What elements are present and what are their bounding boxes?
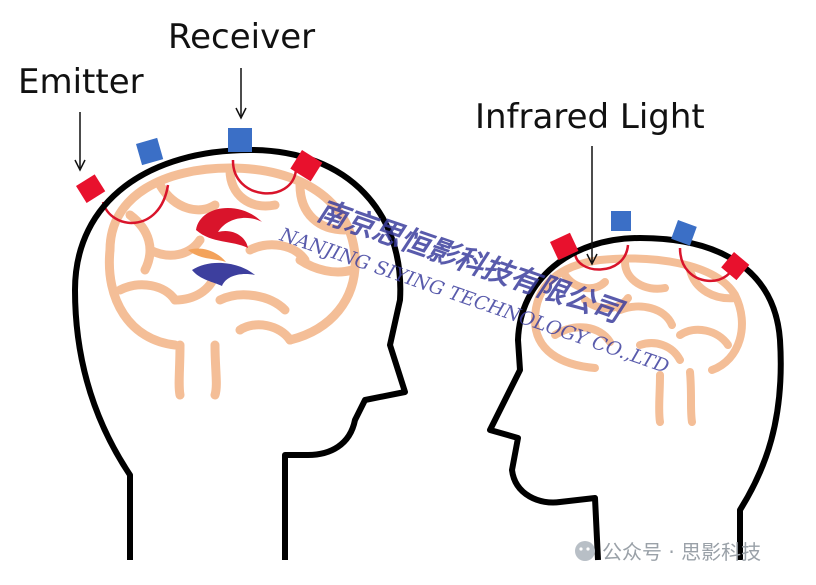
wechat-footer: 公众号 · 思影科技 — [575, 540, 761, 564]
label-arrows-left — [74, 68, 247, 172]
wechat-icon-eye-left — [579, 547, 583, 551]
red-swirl-shape — [196, 208, 262, 248]
left-light-paths — [101, 159, 298, 224]
right-receiver-2 — [671, 220, 697, 246]
emitter-label: Emitter — [18, 62, 144, 102]
footer-account-text: 公众号 · 思影科技 — [602, 540, 761, 564]
left-emitter-1 — [76, 174, 106, 203]
infrared-light-label: Infrared Light — [475, 97, 705, 137]
orange-swirl-shape — [188, 248, 226, 262]
purple-swirl-shape — [192, 262, 255, 286]
right-emitter-1 — [550, 232, 579, 261]
left-receiver-1 — [136, 137, 164, 166]
right-head — [487, 146, 784, 561]
label-arrow-right — [586, 146, 598, 266]
left-emitter-2 — [290, 150, 323, 182]
right-emitter-2 — [721, 252, 750, 281]
right-receiver-1 — [611, 211, 631, 231]
wechat-icon — [575, 541, 595, 561]
left-receiver-2 — [228, 128, 252, 152]
right-head-outline — [487, 235, 784, 561]
receiver-label: Receiver — [168, 17, 315, 57]
left-brain — [104, 163, 360, 400]
wechat-icon-eye-right — [586, 547, 590, 551]
left-head — [72, 68, 408, 560]
